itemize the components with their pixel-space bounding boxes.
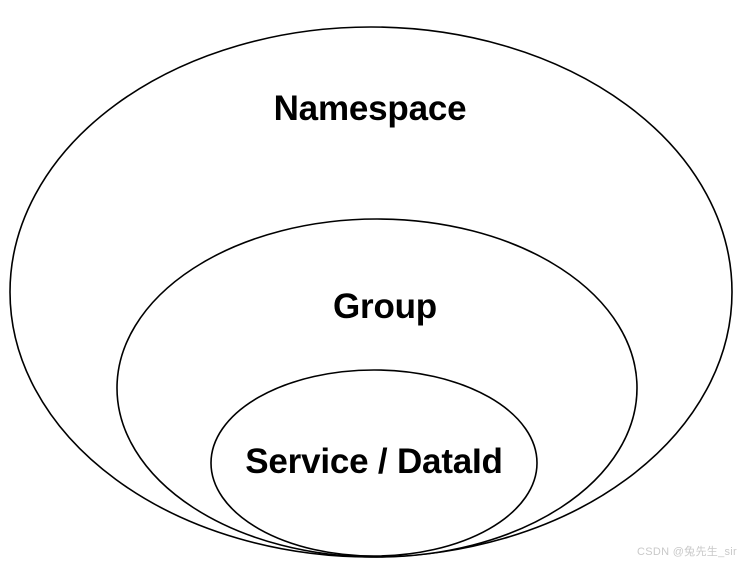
label-group: Group: [333, 287, 437, 326]
label-service-dataid: Service / DataId: [245, 442, 503, 481]
watermark-text: CSDN @兔先生_sir: [636, 546, 737, 558]
label-namespace: Namespace: [273, 89, 467, 128]
ellipse-service-dataid: [210, 369, 538, 557]
